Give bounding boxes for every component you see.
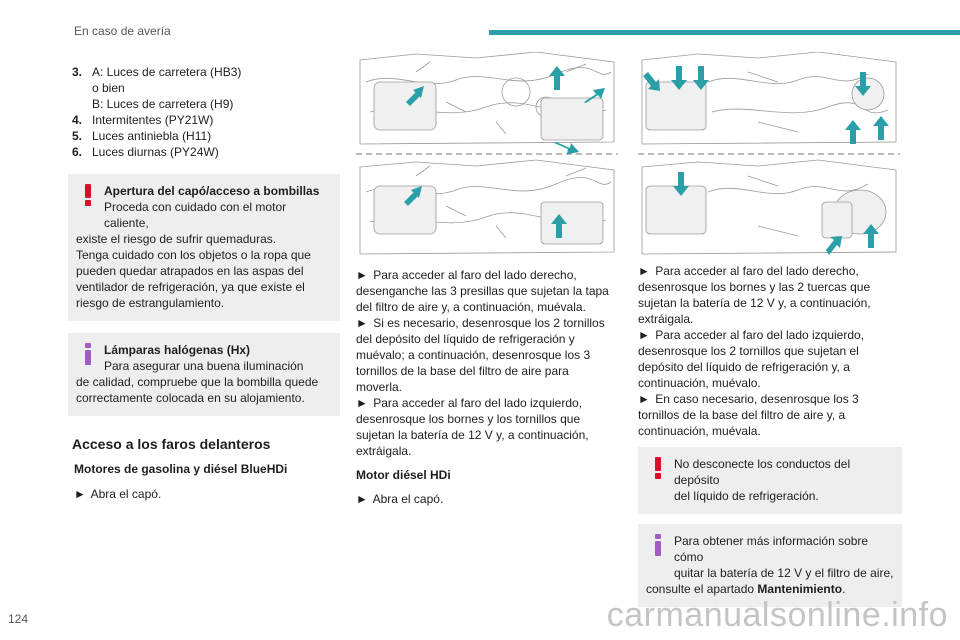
list-item: 4. Intermitentes (PY21W) — [72, 112, 340, 128]
info-text: consulte el apartado Mantenimiento. — [646, 581, 894, 597]
warning-text: pueden quedar atrapados en las aspas del — [76, 264, 304, 278]
bullet-item: ► Abra el capó. — [356, 491, 618, 507]
maintenance-reference: Mantenimiento — [757, 582, 843, 596]
warning-text: existe el riesgo de sufrir quemaduras. — [76, 232, 277, 246]
bullet-item: ► Para acceder al faro del lado izquierd… — [356, 395, 618, 459]
info-icon — [85, 343, 91, 365]
watermark: carmanualsonline.info — [606, 596, 948, 634]
exclamation-icon — [655, 457, 661, 479]
item-line: o bien — [92, 81, 125, 95]
header-accent-bar — [489, 30, 960, 35]
bullet-text: Para acceder al faro del lado derecho, d… — [638, 264, 871, 326]
item-text: A: Luces de carretera (HB3) o bien B: Lu… — [92, 64, 340, 112]
bullet-text: En caso necesario, desenrosque los 3 tor… — [638, 392, 859, 438]
bullet-text: Para acceder al faro del lado derecho, d… — [356, 268, 609, 314]
bullet-item: ► Para acceder al faro del lado derecho,… — [356, 267, 618, 315]
bullet-item: ► Si es necesario, desenrosque los 2 tor… — [356, 315, 618, 395]
bullet-text: Abra el capó. — [90, 487, 162, 501]
warning-text: del líquido de refrigeración. — [674, 489, 819, 503]
warning-text: riesgo de estrangulamiento. — [76, 296, 225, 310]
item-number: 6. — [72, 145, 83, 159]
column-left: 3. A: Luces de carretera (HB3) o bien B:… — [68, 64, 340, 502]
info-text: correctamente colocada en su alojamiento… — [76, 391, 305, 405]
item-number: 3. — [72, 65, 83, 79]
list-item: 5. Luces antiniebla (H11) — [72, 128, 340, 144]
bullet-text: Si es necesario, desenrosque los 2 torni… — [356, 316, 605, 394]
arrow-icon: ► — [638, 392, 650, 406]
info-text: quitar la batería de 12 V y el filtro de… — [674, 566, 894, 580]
warning-title: Apertura del capó/acceso a bombillas — [104, 184, 320, 198]
arrow-icon: ► — [638, 328, 650, 342]
arrow-icon: ► — [356, 316, 368, 330]
item-number: 4. — [72, 113, 83, 127]
arrow-icon: ► — [356, 268, 368, 282]
list-item: 6. Luces diurnas (PY24W) — [72, 144, 340, 160]
exclamation-icon — [85, 184, 91, 206]
arrow-icon: ► — [74, 487, 86, 501]
engine-bay-illustration-hdi — [638, 52, 900, 257]
arrow-icon: ► — [356, 492, 368, 506]
subsection-title: Motores de gasolina y diésel BlueHDi — [74, 462, 288, 476]
bullet-item: ► En caso necesario, desenrosque los 3 t… — [638, 391, 902, 439]
warning-text: ventilador de refrigeración, ya que exis… — [76, 280, 305, 294]
info-box: Para obtener más información sobre cómo … — [638, 524, 902, 607]
list-item: 3. A: Luces de carretera (HB3) o bien B:… — [72, 64, 340, 112]
info-text-prefix: consulte el apartado — [646, 582, 758, 596]
subsection-title: Motor diésel HDi — [356, 468, 451, 482]
bullet-text: Para acceder al faro del lado izquierdo,… — [356, 396, 589, 458]
info-icon — [655, 534, 661, 556]
bullet-item: ► Para acceder al faro del lado derecho,… — [638, 263, 902, 327]
info-text-suffix: . — [842, 582, 846, 596]
info-text: Para asegurar una buena iluminación — [104, 359, 304, 373]
info-title: Lámparas halógenas (Hx) — [104, 343, 251, 357]
bullet-item: ► Para acceder al faro del lado izquierd… — [638, 327, 902, 391]
page-section-title: En caso de avería — [74, 24, 171, 38]
page-number: 124 — [8, 612, 29, 626]
item-line: A: Luces de carretera (HB3) — [92, 65, 242, 79]
warning-text: Proceda con cuidado con el motor calient… — [104, 200, 287, 230]
engine-bay-illustration — [356, 52, 618, 257]
section-title: Acceso a los faros delanteros — [72, 436, 271, 452]
item-text: Luces antiniebla (H11) — [92, 129, 212, 143]
item-line: B: Luces de carretera (H9) — [92, 97, 234, 111]
arrow-icon: ► — [638, 264, 650, 278]
item-text: Intermitentes (PY21W) — [92, 113, 214, 127]
bullet-text: Abra el capó. — [372, 492, 444, 506]
info-text: de calidad, compruebe que la bombilla qu… — [76, 375, 319, 389]
column-right: ► Para acceder al faro del lado derecho,… — [638, 52, 902, 607]
info-box: Lámparas halógenas (Hx) Para asegurar un… — [68, 333, 340, 416]
item-number: 5. — [72, 129, 83, 143]
warning-box: Apertura del capó/acceso a bombillas Pro… — [68, 174, 340, 321]
bullet-text: Para acceder al faro del lado izquierdo,… — [638, 328, 865, 390]
item-text: Luces diurnas (PY24W) — [92, 145, 219, 159]
column-middle: ► Para acceder al faro del lado derecho,… — [356, 52, 618, 507]
warning-box: No desconecte los conductos del depósito… — [638, 447, 902, 514]
bullet-item: ► Abra el capó. — [74, 486, 340, 502]
warning-text: Tenga cuidado con los objetos o la ropa … — [76, 248, 311, 262]
warning-text: No desconecte los conductos del depósito — [674, 457, 851, 487]
arrow-icon: ► — [356, 396, 368, 410]
info-text: Para obtener más información sobre cómo — [674, 534, 869, 564]
